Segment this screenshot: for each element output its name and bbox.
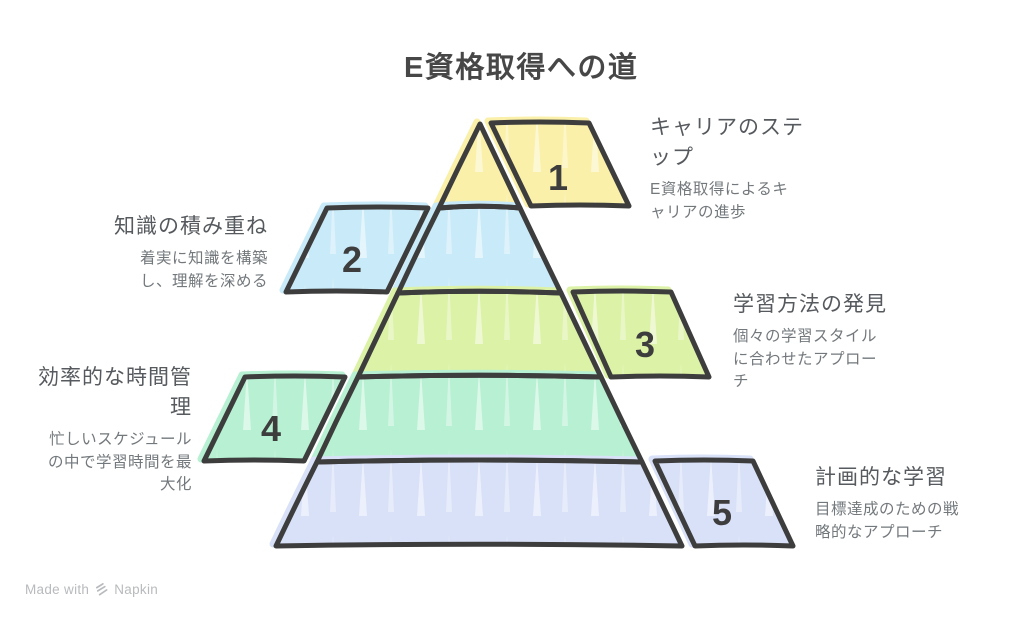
level-3-heading: 学習方法の発見 — [733, 293, 887, 316]
level-4-number: 4 — [261, 408, 281, 449]
level-2-number: 2 — [342, 239, 362, 280]
level-3-number: 3 — [635, 324, 655, 365]
diagram-title: E資格取得への道 — [404, 52, 639, 84]
level-1-description: E資格取得によるキ ャリアの進歩 — [650, 181, 789, 221]
level-4-band-texture — [317, 375, 642, 462]
napkin-attribution[interactable]: Made with Napkin — [25, 582, 158, 597]
level-2-label: 知識の積み重ね 着実に知識を構築 し、理解を深める — [58, 212, 268, 293]
made-with-text: Made with — [25, 582, 90, 597]
level-2-description: 着実に知識を構築 し、理解を深める — [139, 250, 268, 290]
level-5-number: 5 — [712, 492, 732, 533]
level-4-label: 効率的な時間管 理 忙しいスケジュール の中で学習時間を最 大化 — [22, 363, 192, 497]
napkin-brand-text: Napkin — [114, 582, 159, 597]
level-4-description: 忙しいスケジュール の中で学習時間を最 大化 — [47, 431, 192, 493]
level-1-heading: キャリアのステ ップ — [650, 116, 804, 169]
level-5-heading: 計画的な学習 — [815, 466, 947, 489]
level-3-description: 個々の学習スタイル に合わせたアプロー チ — [733, 328, 878, 390]
level-3-label: 学習方法の発見 個々の学習スタイル に合わせたアプロー チ — [733, 290, 928, 394]
level-4-heading: 効率的な時間管 理 — [38, 366, 192, 419]
level-1-label: キャリアのステ ップ E資格取得によるキ ャリアの進歩 — [650, 113, 865, 224]
tab-numbers: 1 2 3 4 5 — [261, 157, 732, 533]
level-2-heading: 知識の積み重ね — [114, 215, 268, 238]
level-1-number: 1 — [548, 157, 568, 198]
level-5-label: 計画的な学習 目標達成のための戦 略的なアプローチ — [815, 463, 995, 544]
level-5-band-texture — [276, 460, 682, 546]
level-5-description: 目標達成のための戦 略的なアプローチ — [815, 501, 960, 541]
napkin-logo-icon — [96, 583, 108, 596]
